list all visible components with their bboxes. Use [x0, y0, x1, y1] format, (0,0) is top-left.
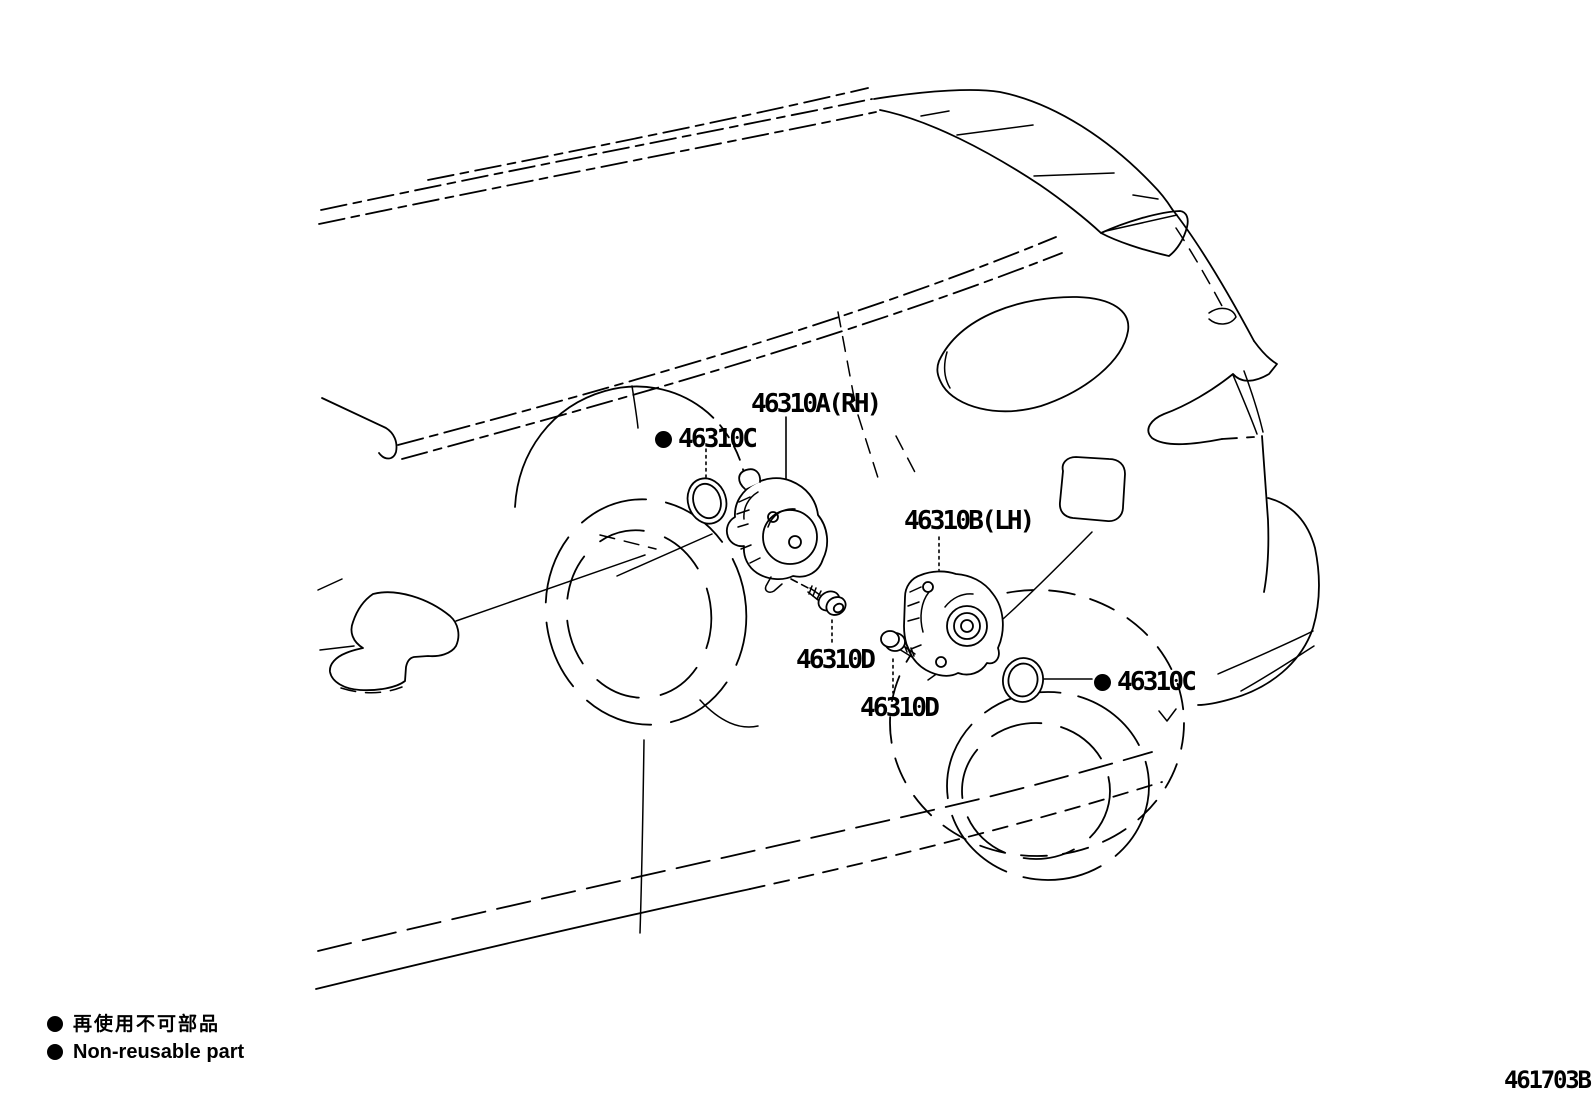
part-label-text: 46310C — [1117, 667, 1197, 697]
non-reusable-bullet-icon — [1094, 673, 1111, 691]
part-46310a-motor-rh — [725, 468, 829, 593]
part-label-46310d-2: 46310D — [860, 693, 940, 723]
figure-code: 461703B — [1504, 1066, 1592, 1094]
part-46310b-motor-lh — [903, 570, 1004, 677]
part-label-46310b-lh: 46310B(LH) — [904, 506, 1035, 536]
non-reusable-bullet-icon — [655, 430, 672, 448]
part-label-text: 46310C — [678, 424, 758, 454]
vehicle-outline — [315, 87, 1320, 990]
part-46310c-oring-left — [686, 477, 728, 525]
part-46310d-bolt-2 — [880, 630, 916, 658]
part-46310c-oring-right — [1002, 657, 1044, 703]
part-label-46310c-left: 46310C — [655, 424, 758, 454]
legend-row-en: Non-reusable part — [47, 1040, 244, 1064]
part-label-46310c-right: 46310C — [1094, 667, 1197, 697]
part-label-46310d-1: 46310D — [796, 645, 876, 675]
part-label-46310a-rh: 46310A(RH) — [751, 389, 882, 419]
legend-text-en: Non-reusable part — [73, 1041, 245, 1063]
non-reusable-bullet-icon — [47, 1016, 63, 1033]
legend-row-jp: 再使用不可部品 — [47, 1013, 220, 1036]
part-46310d-bolt-1 — [807, 585, 847, 616]
legend-text-jp: 再使用不可部品 — [73, 1013, 221, 1035]
non-reusable-bullet-icon — [47, 1044, 63, 1060]
